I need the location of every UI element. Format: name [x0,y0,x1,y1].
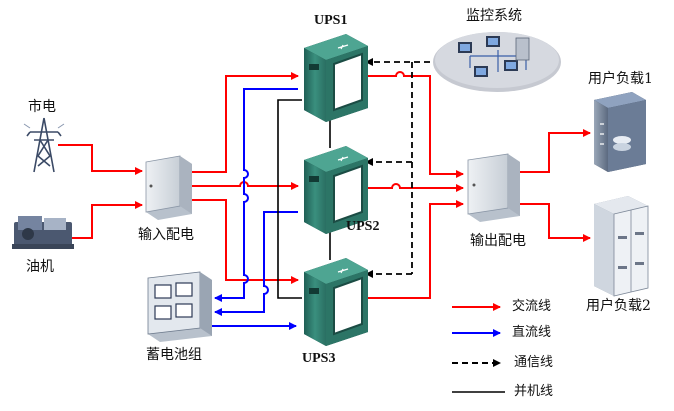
generator-icon [12,216,74,249]
legend-label-ac: 交流线 [512,299,552,314]
ac-line-ups3-output [364,200,464,299]
output-pd-cabinet-icon [467,153,520,222]
ac-line-input-ups3 [192,199,299,284]
ac-lines [58,71,591,299]
input-pd-cabinet-icon [145,155,192,220]
ups2-cabinet-icon [304,146,368,234]
ups3-label: UPS3 [302,351,336,366]
dc-lines [210,88,298,330]
monitor-system-label: 监控系统 [466,8,522,24]
output-pd-label: 输出配电 [470,233,526,249]
comm-lines [365,58,447,278]
ups2-label: UPS2 [346,219,380,234]
ac-line-ups1-output [364,71,464,178]
user-load2-rack-icon [594,196,649,297]
battery-cabinet-icon [147,271,212,342]
legend-label-parallel: 并机线 [514,384,554,399]
generator-label: 油机 [26,259,54,275]
ups1-cabinet-icon [304,34,368,122]
user-load2-label: 用户负载2 [586,298,651,314]
legend-swatches [452,303,505,393]
parallel-line-ups1-ups3 [277,99,302,299]
user-load1-server-icon [594,92,646,172]
ac-line-load1 [519,129,591,173]
dc-line-ups1 [214,88,298,302]
legend-label-comm: 通信线 [514,355,554,370]
ac-line-input-ups1 [192,72,299,173]
ac-line-ups2-output [364,183,464,192]
battery-label: 蓄电池组 [146,347,202,363]
ac-line-generator [70,201,143,239]
grid-label: 市电 [28,99,56,115]
legend-label-dc: 直流线 [512,325,552,340]
input-pd-label: 输入配电 [138,227,194,243]
power-tower-icon [23,117,65,173]
user-load1-label: 用户负载1 [588,71,653,87]
parallel-lines [277,99,331,299]
ups1-label: UPS1 [314,13,348,28]
monitor-system-icon [433,32,561,92]
ups3-cabinet-icon [304,258,368,346]
ac-line-grid [58,144,143,175]
ac-line-load2 [519,203,591,242]
dc-line-ups2 [214,211,298,316]
